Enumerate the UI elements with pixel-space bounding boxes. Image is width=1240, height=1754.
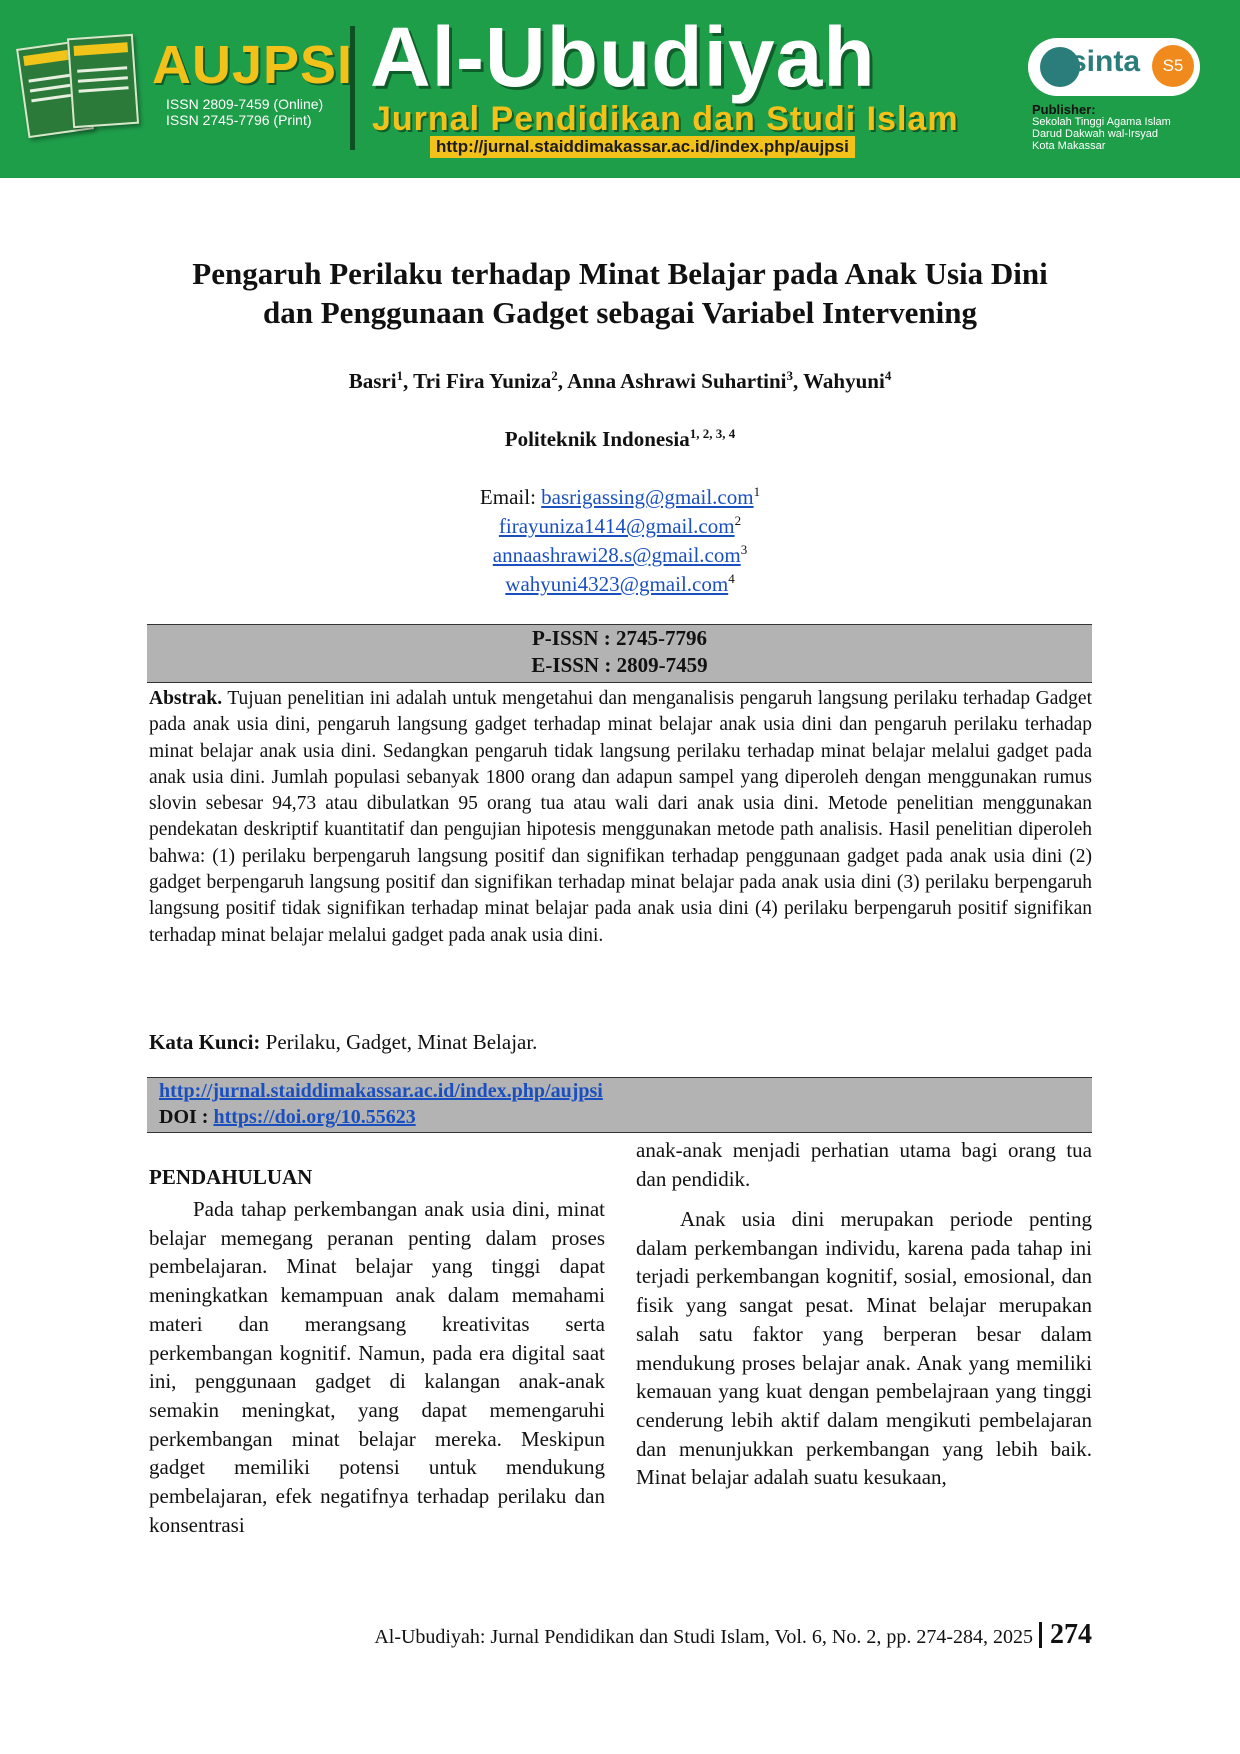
journal-url-link[interactable]: http://jurnal.staiddimakassar.ac.id/inde…: [159, 1080, 603, 1102]
footer-citation: Al-Ubudiyah: Jurnal Pendidikan dan Studi…: [374, 1626, 1033, 1648]
email-sup: 2: [734, 513, 742, 528]
author-name: Wahyuni: [803, 369, 885, 393]
email-link[interactable]: firayuniza1414@gmail.com: [498, 514, 735, 538]
issn-online: ISSN 2809-7459 (Online): [166, 96, 324, 112]
author-sup: 2: [551, 368, 558, 383]
journal-short-name: AUJPSI: [152, 35, 354, 95]
email-link[interactable]: wahyuni4323@gmail.com: [505, 572, 729, 596]
title-line: Pengaruh Perilaku terhadap Minat Belajar…: [192, 256, 1048, 291]
author-sup: 1: [396, 368, 404, 383]
body-right-column: Anak usia dini merupakan periode penting…: [636, 1205, 1092, 1492]
affiliation-name: Politeknik Indonesia: [504, 427, 690, 451]
journal-name: Al-Ubudiyah: [370, 10, 876, 104]
keywords: Kata Kunci: Perilaku, Gadget, Minat Bela…: [149, 1029, 1092, 1055]
author-name: Basri: [348, 369, 397, 393]
journal-url[interactable]: http://jurnal.staiddimakassar.ac.id/inde…: [430, 136, 855, 158]
publisher-line: Kota Makassar: [1032, 140, 1106, 152]
publisher-line: Sekolah Tinggi Agama Islam: [1032, 116, 1171, 128]
section-heading: PENDAHULUAN: [149, 1165, 313, 1189]
email-sup: 4: [728, 571, 735, 586]
e-issn: E-ISSN : 2809-7459: [531, 653, 708, 677]
publisher-line: Darud Dakwah wal-Irsyad: [1032, 128, 1158, 140]
page-number: 274: [1050, 1619, 1092, 1650]
email-label: Email:: [479, 485, 536, 509]
email-link[interactable]: annaashrawi28.s@gmail.com: [492, 543, 741, 567]
abstract-text: Tujuan penelitian ini adalah untuk menge…: [149, 688, 1092, 946]
email-list: Email: basrigassing@gmail.com1 firayuniz…: [120, 483, 1120, 599]
issn-print: ISSN 2745-7796 (Print): [166, 112, 312, 128]
doi-link[interactable]: https://doi.org/10.55623: [213, 1106, 416, 1128]
issn-box: P-ISSN : 2745-7796 E-ISSN : 2809-7459: [147, 624, 1092, 683]
keywords-label: Kata Kunci:: [149, 1030, 261, 1054]
body-paragraph: Anak usia dini merupakan periode penting…: [636, 1207, 1092, 1490]
banner-divider: [350, 26, 355, 150]
footer-divider: [1039, 1622, 1042, 1648]
issn-info: ISSN 2809-7459 (Online) ISSN 2745-7796 (…: [166, 96, 323, 128]
article-title: Pengaruh Perilaku terhadap Minat Belajar…: [120, 254, 1120, 332]
journal-covers-image: [16, 30, 152, 150]
p-issn: P-ISSN : 2745-7796: [531, 626, 707, 650]
journal-subtitle: Jurnal Pendidikan dan Studi Islam: [372, 100, 959, 138]
author-sup: 4: [884, 368, 892, 383]
journal-banner: AUJPSI ISSN 2809-7459 (Online) ISSN 2745…: [0, 0, 1240, 178]
publisher-info: Publisher: Sekolah Tinggi Agama Islam Da…: [1032, 102, 1171, 152]
affiliation-sup: 1, 2, 3, 4: [689, 426, 736, 441]
affiliation: Politeknik Indonesia1, 2, 3, 4: [120, 426, 1120, 452]
body-paragraph: anak-anak menjadi perhatian utama bagi o…: [636, 1138, 1092, 1191]
author-list: Basri1, Tri Fira Yuniza2, Anna Ashrawi S…: [348, 368, 892, 393]
doi-box: http://jurnal.staiddimakassar.ac.id/inde…: [147, 1077, 1092, 1133]
body-left-column: Pada tahap perkembangan anak usia dini, …: [149, 1195, 605, 1539]
email-sup: 3: [740, 542, 748, 557]
doi-label: DOI :: [159, 1106, 209, 1128]
publisher-label: Publisher:: [1032, 102, 1096, 117]
sinta-rank: S5: [1152, 45, 1194, 87]
keywords-text: Perilaku, Gadget, Minat Belajar.: [265, 1030, 538, 1054]
body-right-continuation: anak-anak menjadi perhatian utama bagi o…: [636, 1136, 1092, 1193]
page-footer: Al-Ubudiyah: Jurnal Pendidikan dan Studi…: [374, 1620, 1092, 1652]
sinta-badge-logo: sinta S5: [1028, 38, 1200, 96]
sinta-leaf-icon: [1040, 47, 1080, 87]
email-link[interactable]: basrigassing@gmail.com: [541, 485, 754, 509]
email-sup: 1: [753, 484, 761, 499]
author-sup: 3: [786, 368, 793, 383]
body-paragraph: Pada tahap perkembangan anak usia dini, …: [149, 1197, 605, 1537]
author-name: Anna Ashrawi Suhartini: [567, 369, 787, 393]
author-name: Tri Fira Yuniza: [413, 369, 552, 393]
abstract: Abstrak. Tujuan penelitian ini adalah un…: [149, 686, 1092, 949]
sinta-label: sinta: [1070, 45, 1141, 78]
title-line: dan Penggunaan Gadget sebagai Variabel I…: [263, 295, 977, 330]
abstract-label: Abstrak.: [149, 688, 223, 709]
